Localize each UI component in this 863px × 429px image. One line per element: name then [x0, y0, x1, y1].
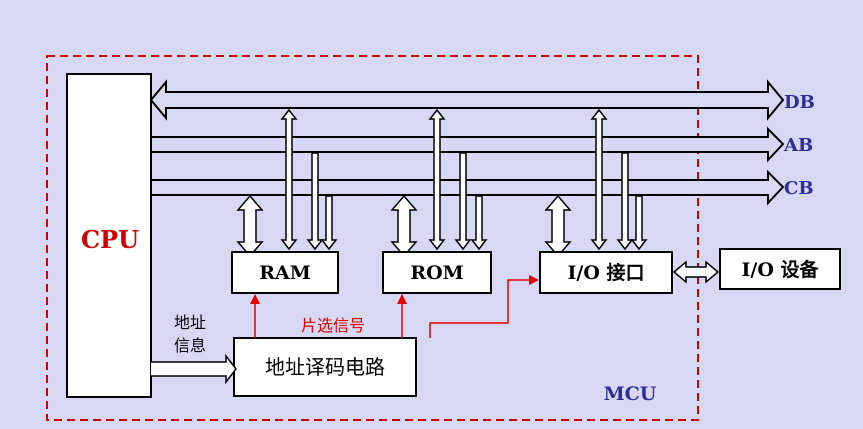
mcu-boundary	[46, 55, 699, 421]
chip-select-label: 片选信号	[301, 316, 365, 335]
address-bus	[150, 126, 785, 163]
rom-label: ROM	[410, 262, 463, 284]
decoder-box	[233, 337, 417, 397]
io-device-label: I/O 设备	[742, 258, 820, 281]
address-info-label-2: 信息	[174, 336, 206, 355]
io-port-box	[539, 251, 673, 294]
chip-select-signals	[250, 275, 539, 338]
mcu-label: MCU	[604, 383, 657, 405]
rom-bus-connectors	[390, 108, 488, 258]
ram-box	[231, 251, 339, 294]
rom-box	[382, 251, 492, 294]
db-label: DB	[784, 92, 815, 113]
cpu-box	[66, 73, 152, 398]
io-link-arrow	[672, 260, 720, 284]
ab-label: AB	[783, 135, 813, 156]
cpu-label: CPU	[81, 225, 139, 254]
cb-label: CB	[784, 178, 814, 199]
decoder-label: 地址译码电路	[265, 355, 385, 379]
ram-label: RAM	[259, 262, 311, 284]
io-port-label: I/O 接口	[568, 262, 645, 284]
ram-bus-connectors	[236, 108, 338, 258]
io-device-box	[719, 248, 841, 290]
io-port-bus-connectors	[544, 108, 648, 258]
address-info-label-1: 地址	[174, 313, 206, 332]
data-bus	[149, 79, 785, 121]
address-info-arrow	[151, 353, 237, 385]
